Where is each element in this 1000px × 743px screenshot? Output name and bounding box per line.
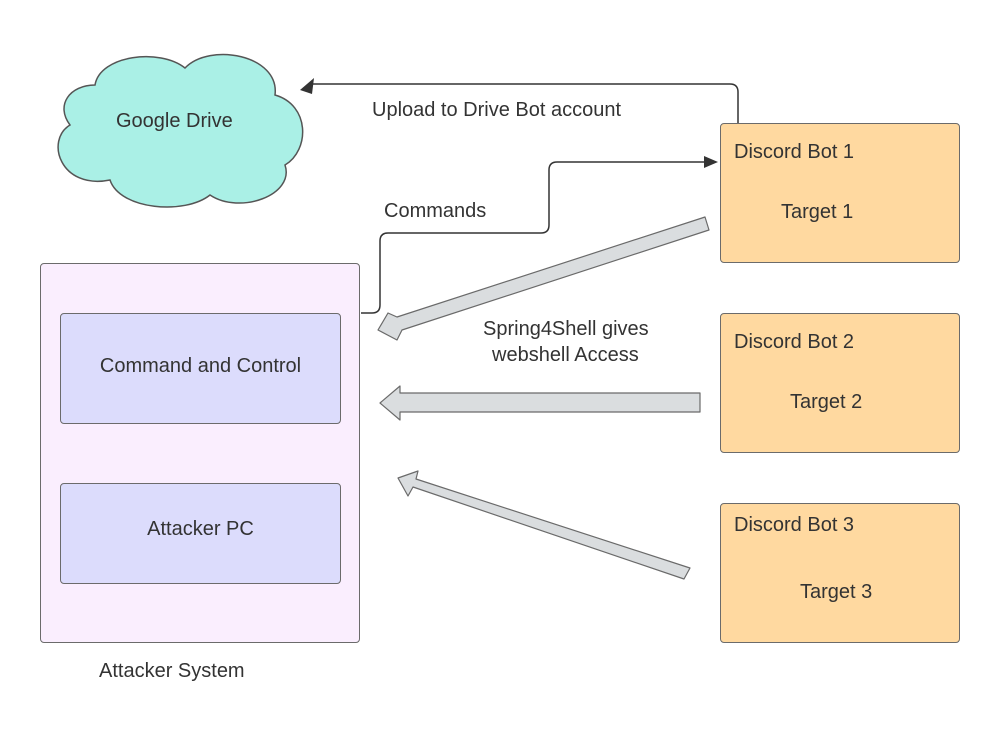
attacker-system-caption: Attacker System [99,660,245,682]
upload-connector [312,83,739,123]
exploit-arrow-1 [377,216,710,341]
attacker-pc-box: Attacker PC [60,483,341,584]
exploit-arrow-2 [379,385,701,421]
commands-connector [361,161,706,314]
google-drive-label: Google Drive [116,110,233,132]
discord-bot-1-title: Discord Bot 1 [734,141,855,163]
command-and-control-label: Command and Control [99,355,302,377]
discord-bot-3-box: Discord Bot 3 Target 3 [720,503,960,643]
attacker-pc-label: Attacker PC [147,518,254,540]
discord-bot-3-title: Discord Bot 3 [734,514,855,536]
discord-bot-2-box: Discord Bot 2 Target 2 [720,313,960,453]
discord-bot-1-box: Discord Bot 1 Target 1 [720,123,960,263]
upload-label: Upload to Drive Bot account [372,99,622,121]
target-1-label: Target 1 [781,201,854,223]
command-and-control-box: Command and Control [60,313,341,424]
target-2-label: Target 2 [790,391,863,413]
commands-label: Commands [384,200,487,222]
exploit-label-line2: webshell Access [492,344,639,366]
upload-arrowhead [300,78,314,94]
commands-arrowhead [704,156,718,168]
exploit-label-line1: Spring4Shell gives [483,318,649,340]
exploit-arrow-3 [397,470,691,580]
attacker-system-box: Command and Control Attacker PC [40,263,360,643]
google-drive-cloud-shape [57,53,304,208]
target-3-label: Target 3 [800,581,873,603]
discord-bot-2-title: Discord Bot 2 [734,331,855,353]
